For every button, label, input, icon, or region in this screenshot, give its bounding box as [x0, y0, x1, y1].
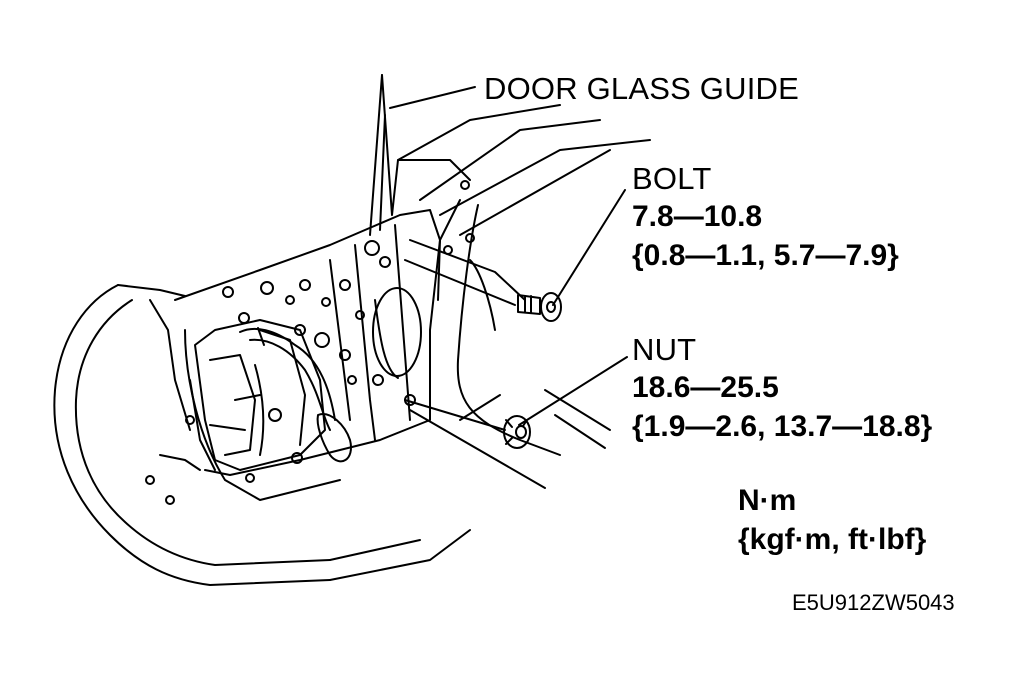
- bolt-part: [517, 292, 562, 322]
- bolt-torque: 7.8—10.8: [632, 200, 763, 233]
- bolt-torque-alt: {0.8—1.1, 5.7—7.9}: [632, 239, 899, 272]
- install-guide-lines: [404, 239, 546, 489]
- figure-id: E5U912ZW5043: [792, 590, 955, 615]
- nut-torque-alt: {1.9—2.6, 13.7—18.8}: [632, 410, 933, 443]
- panel-holes: [145, 180, 475, 505]
- callout-leaders: [389, 86, 628, 426]
- door-glass-guide-label: DOOR GLASS GUIDE: [484, 71, 799, 106]
- door-inner-panel: [159, 209, 441, 501]
- nut-label: NUT: [632, 332, 697, 367]
- regulator-cable: [209, 327, 352, 463]
- units-primary: N·m: [738, 484, 797, 517]
- door-sill: [459, 389, 611, 449]
- units-alt: {kgf·m, ft·lbf}: [738, 523, 927, 556]
- nut-torque: 18.6—25.5: [632, 371, 779, 404]
- door-outer-frame: [53, 284, 471, 586]
- bolt-label: BOLT: [632, 161, 712, 196]
